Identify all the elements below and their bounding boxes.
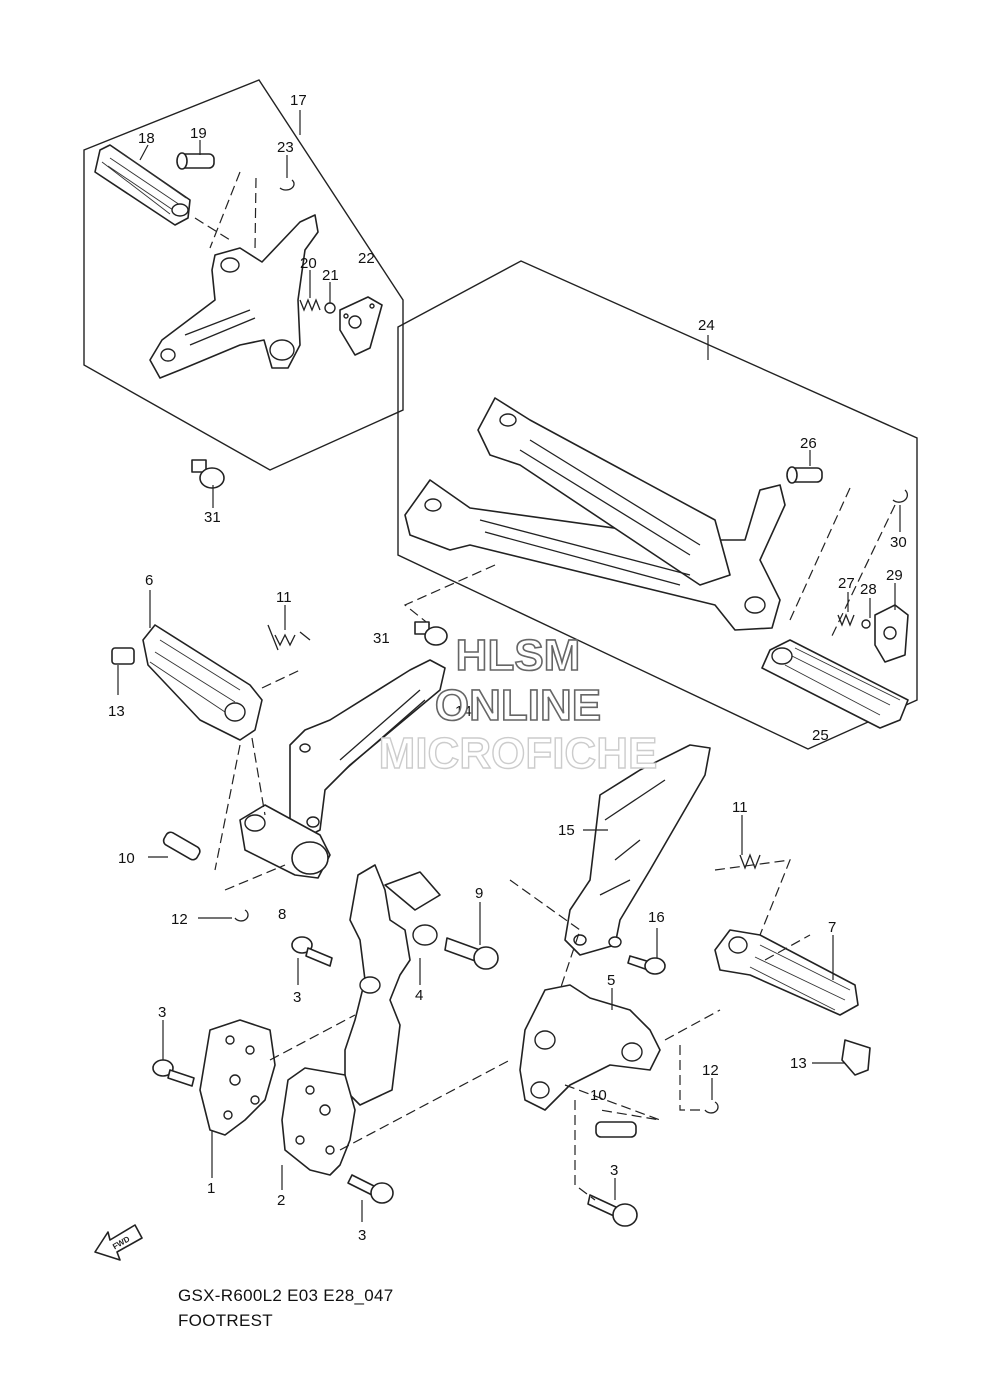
callout-labels: 17 18 19 23 20 21 22 31 24 26 30 27 28 2… bbox=[108, 92, 907, 1244]
bolt-9 bbox=[444, 937, 499, 970]
ball-21 bbox=[324, 302, 336, 314]
watermark-line-1: HLSM bbox=[456, 631, 581, 680]
callout-7: 7 bbox=[828, 919, 836, 936]
callout-12-left: 12 bbox=[171, 911, 188, 928]
callout-19: 19 bbox=[190, 125, 207, 142]
left-footrest-peg-6 bbox=[142, 624, 263, 741]
callout-15: 15 bbox=[558, 822, 575, 839]
callout-13-left: 13 bbox=[108, 703, 125, 720]
bolt-31-upper bbox=[191, 459, 225, 489]
pin-10-left bbox=[162, 831, 201, 861]
pin-26 bbox=[786, 466, 823, 484]
diagram-title: FOOTREST bbox=[178, 1311, 273, 1330]
watermark-line-2: ONLINE bbox=[435, 681, 601, 730]
bolt-16 bbox=[627, 955, 666, 975]
callout-4: 4 bbox=[415, 987, 423, 1004]
callout-3-d: 3 bbox=[610, 1162, 618, 1179]
callout-2: 2 bbox=[277, 1192, 285, 1209]
callout-11-left: 11 bbox=[276, 589, 292, 606]
passenger-footrest-peg bbox=[94, 144, 191, 226]
spring-11-right bbox=[739, 853, 761, 870]
callout-17: 17 bbox=[290, 92, 307, 109]
pin-10-right bbox=[595, 1121, 637, 1138]
callout-27: 27 bbox=[838, 575, 855, 592]
callout-18: 18 bbox=[138, 130, 155, 147]
footrest-hinge-8 bbox=[239, 804, 331, 879]
diagram-code: GSX-R600L2 E03 E28_047 bbox=[178, 1286, 394, 1305]
plate-1 bbox=[199, 1019, 276, 1136]
rider-footrest-peg-25 bbox=[761, 639, 909, 729]
clip-30 bbox=[892, 489, 908, 503]
bolt-13-left bbox=[111, 647, 135, 665]
callout-25: 25 bbox=[812, 727, 829, 744]
callout-21: 21 bbox=[322, 267, 339, 284]
callout-31-lower: 31 bbox=[373, 630, 390, 647]
bolt-31-lower bbox=[414, 621, 448, 646]
callout-26: 26 bbox=[800, 435, 817, 452]
bolt-3-b bbox=[152, 1059, 195, 1087]
callout-20: 20 bbox=[300, 255, 317, 272]
callout-1: 1 bbox=[207, 1180, 215, 1197]
right-footrest-peg-7 bbox=[714, 929, 859, 1016]
callout-22: 22 bbox=[358, 250, 375, 267]
callout-6: 6 bbox=[145, 572, 153, 589]
bolt-3-a bbox=[291, 936, 333, 967]
callout-13-right: 13 bbox=[790, 1055, 807, 1072]
callout-29: 29 bbox=[886, 567, 903, 584]
spring-20 bbox=[299, 298, 321, 312]
callout-3-b: 3 bbox=[158, 1004, 166, 1021]
spring-27 bbox=[837, 613, 855, 627]
bolt-13-right bbox=[841, 1039, 871, 1076]
plate-2 bbox=[281, 1067, 356, 1176]
callout-14: 14 bbox=[455, 703, 472, 720]
bolt-3-c bbox=[347, 1174, 394, 1204]
callout-28: 28 bbox=[860, 581, 877, 598]
assembly-box-17 bbox=[83, 79, 404, 471]
dashed-lines-17 bbox=[194, 171, 257, 251]
callout-31-upper: 31 bbox=[204, 509, 221, 526]
callout-16: 16 bbox=[648, 909, 665, 926]
dashed-lines-24 bbox=[403, 487, 896, 641]
callout-30: 30 bbox=[890, 534, 907, 551]
clip-12-left bbox=[234, 909, 249, 922]
leader-lines bbox=[117, 140, 901, 1222]
callout-10-left: 10 bbox=[118, 850, 135, 867]
footrest-bracket-5 bbox=[519, 984, 661, 1111]
callout-23: 23 bbox=[277, 139, 294, 156]
ball-28 bbox=[861, 619, 871, 629]
dashed-lines-lower bbox=[214, 669, 811, 1201]
watermark: HLSM ONLINE MICROFICHE bbox=[378, 630, 658, 779]
assembly-box-24 bbox=[397, 260, 918, 750]
passenger-footrest-bracket bbox=[149, 214, 319, 379]
clip-23 bbox=[279, 179, 295, 191]
callout-11-right: 11 bbox=[732, 799, 748, 816]
plate-22 bbox=[339, 296, 383, 356]
bolt-3-d bbox=[587, 1194, 638, 1227]
plate-29 bbox=[874, 604, 909, 663]
callout-10-right: 10 bbox=[590, 1087, 607, 1104]
callout-24: 24 bbox=[698, 317, 715, 334]
pin-19 bbox=[176, 152, 215, 170]
watermark-line-3: MICROFICHE bbox=[379, 729, 658, 778]
fwd-arrow-icon: FWD bbox=[94, 1224, 143, 1261]
callout-3-c: 3 bbox=[358, 1227, 366, 1244]
clip-12-right bbox=[704, 1101, 719, 1114]
callout-9: 9 bbox=[475, 885, 483, 902]
callout-3-a: 3 bbox=[293, 989, 301, 1006]
callout-12-right: 12 bbox=[702, 1062, 719, 1079]
footrest-bracket-4 bbox=[344, 864, 441, 1106]
spring-11-left bbox=[267, 624, 311, 651]
callout-5: 5 bbox=[607, 972, 615, 989]
rider-footrest-bracket-right bbox=[404, 397, 786, 631]
callout-8: 8 bbox=[278, 906, 286, 923]
